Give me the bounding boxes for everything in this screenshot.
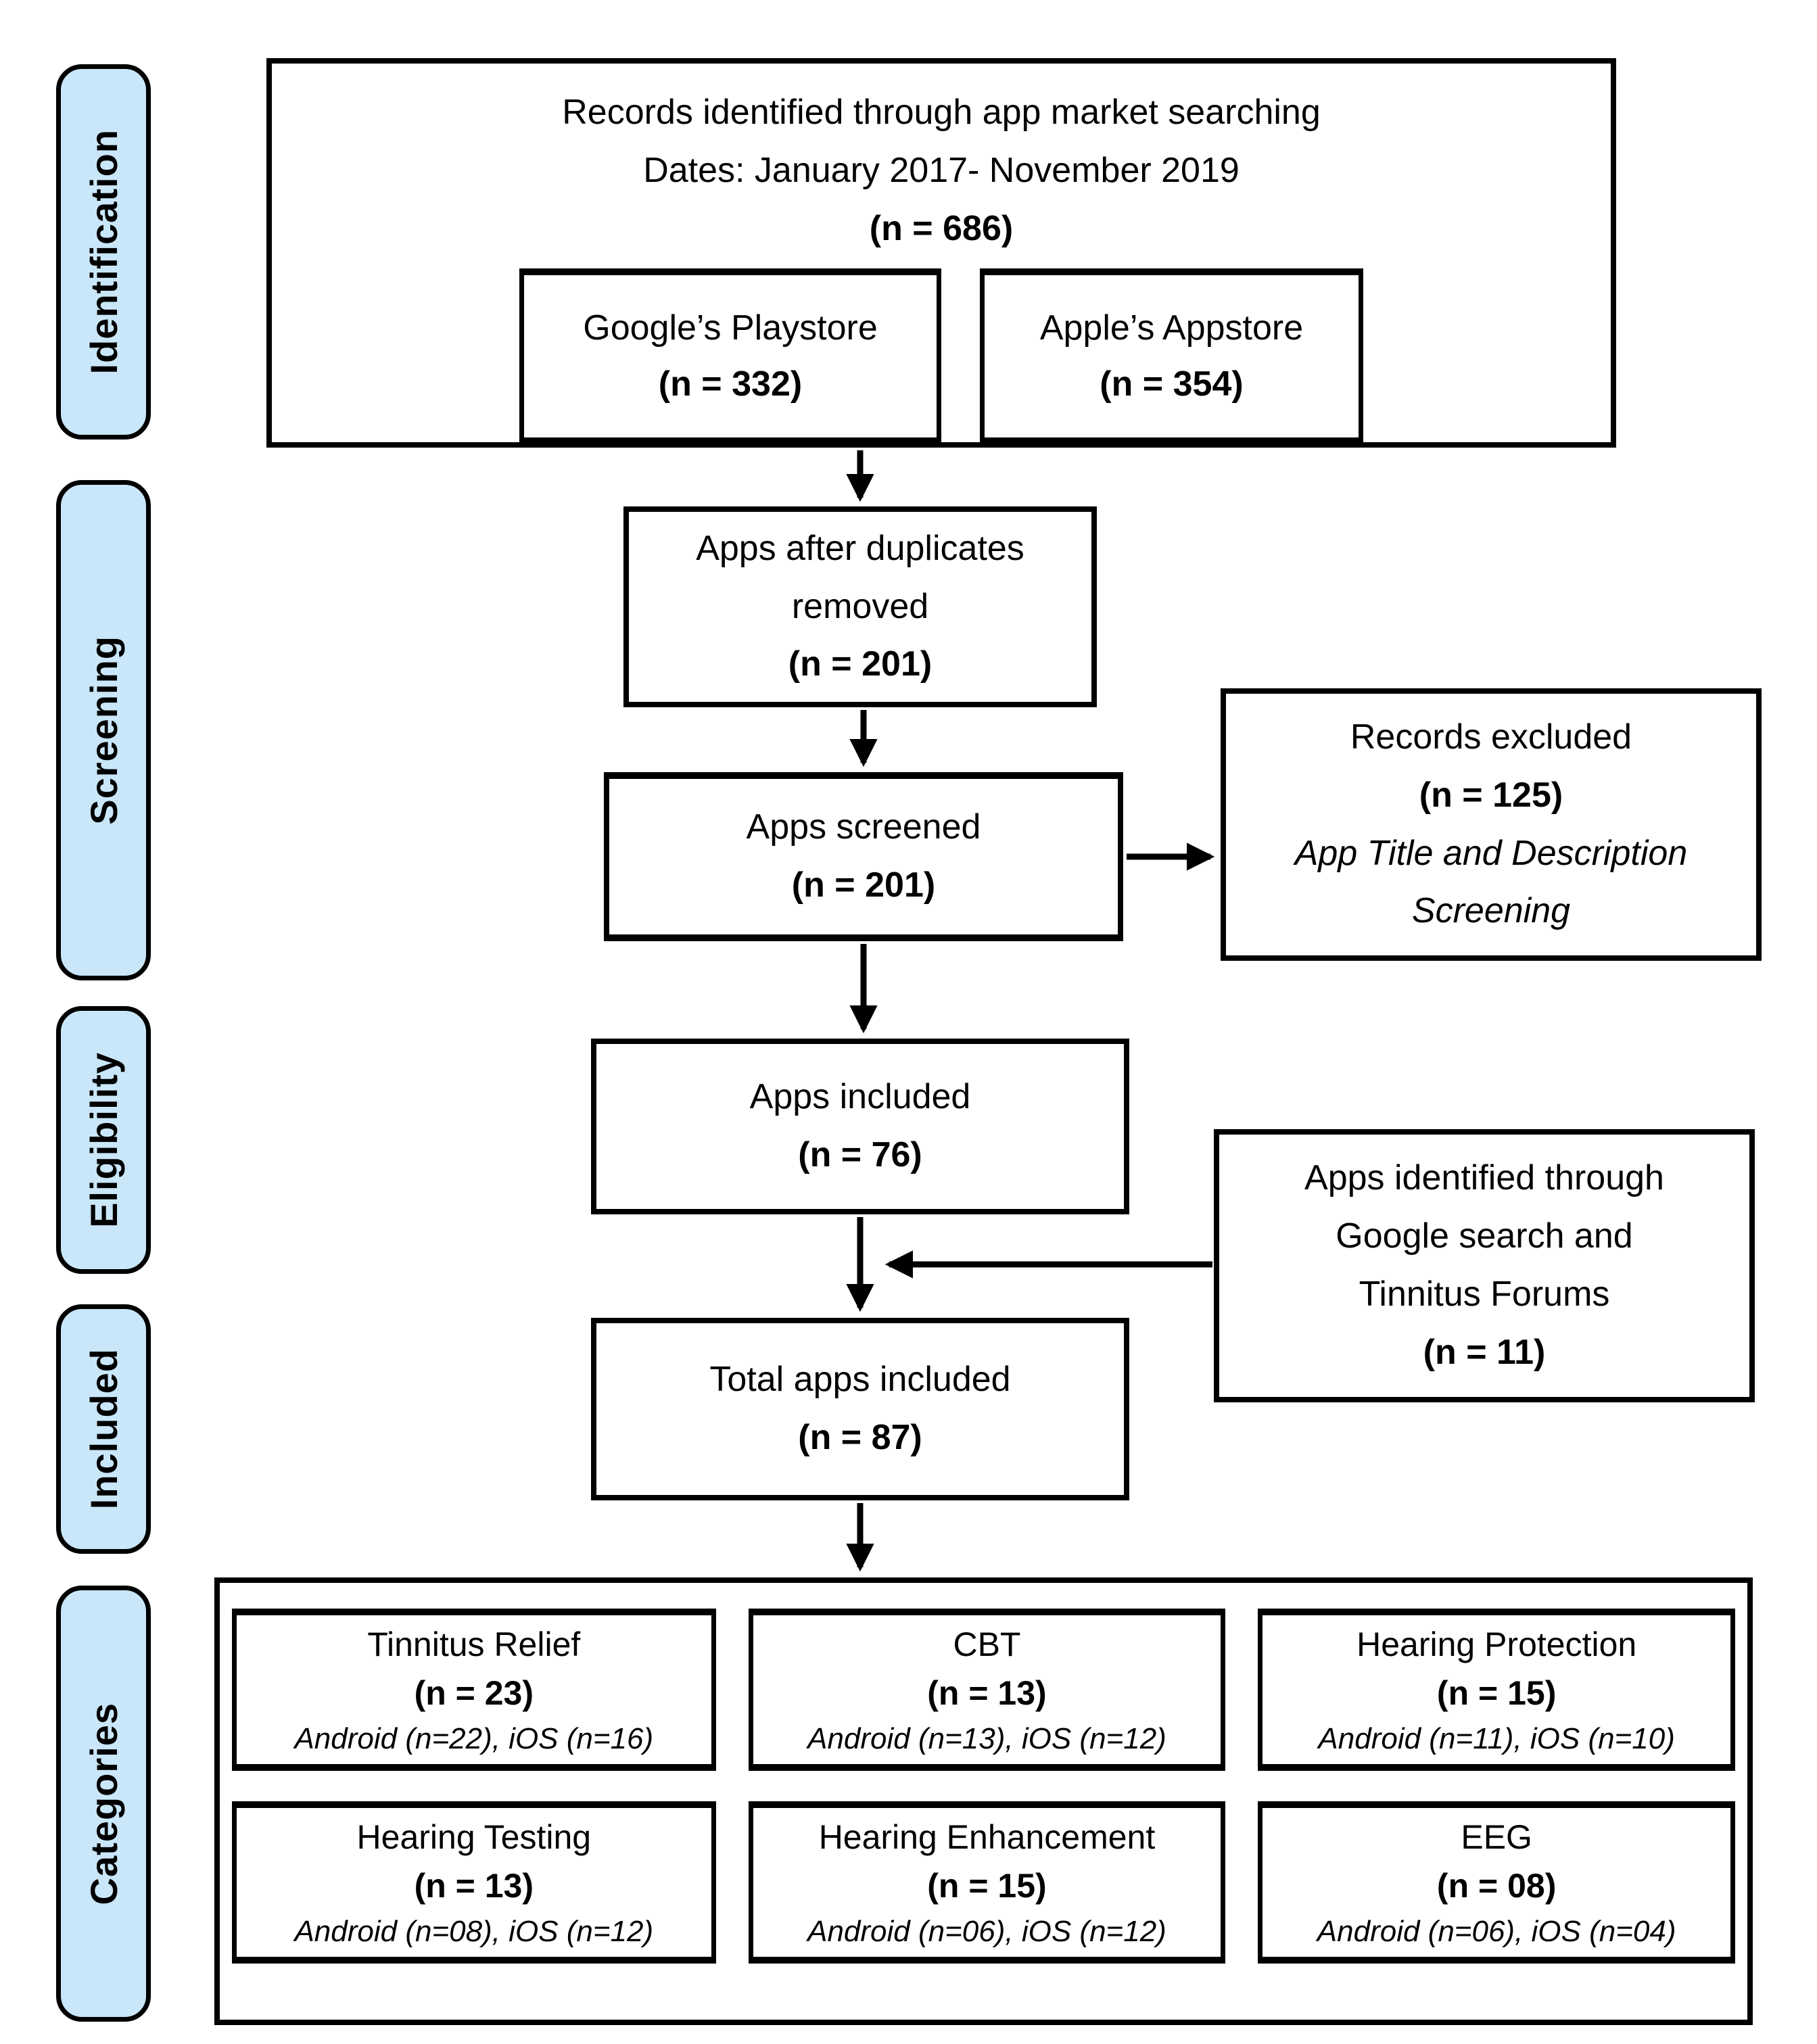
duplicates-line2: removed — [791, 586, 929, 626]
screened-count: (n = 201) — [791, 865, 936, 905]
total-count: (n = 87) — [798, 1418, 922, 1457]
google-playstore-count: (n = 332) — [658, 364, 803, 404]
category-name: Hearing Testing — [356, 1817, 592, 1856]
duplicates-count: (n = 201) — [788, 644, 933, 684]
excluded-count: (n = 125) — [1419, 775, 1563, 815]
category-name: Tinnitus Relief — [367, 1625, 581, 1663]
excluded-reason-line2: Screening — [1411, 891, 1571, 931]
stage-eligibility-label: Eligibility — [82, 1052, 125, 1228]
category-hearing-testing: Hearing Testing (n = 13) Android (n=08),… — [232, 1801, 716, 1964]
apple-appstore-label: Apple’s Appstore — [1039, 308, 1304, 348]
category-cbt: CBT (n = 13) Android (n=13), iOS (n=12) — [748, 1609, 1226, 1771]
stage-categories-label: Categories — [82, 1702, 125, 1905]
stage-categories: Categories — [56, 1586, 151, 2022]
duplicates-line1: Apps after duplicates — [696, 528, 1024, 568]
category-hearing-protection: Hearing Protection (n = 15) Android (n=1… — [1258, 1609, 1735, 1771]
excluded-reason-line1: App Title and Description — [1294, 833, 1688, 873]
box-google-playstore: Google’s Playstore (n = 332) — [519, 268, 941, 445]
records-identified-title: Records identified through app market se… — [562, 93, 1321, 132]
box-apple-appstore: Apple’s Appstore (n = 354) — [980, 268, 1363, 445]
gsearch-line2: Google search and — [1336, 1216, 1633, 1256]
category-count: (n = 23) — [414, 1674, 534, 1713]
records-identified-count: (n = 686) — [869, 208, 1014, 248]
category-name: Hearing Enhancement — [818, 1817, 1156, 1856]
google-playstore-label: Google’s Playstore — [583, 308, 878, 348]
category-platform-detail: Android (n=11), iOS (n=10) — [1318, 1721, 1675, 1755]
source-boxes: Google’s Playstore (n = 332) Apple’s App… — [272, 268, 1611, 445]
stage-screening: Screening — [56, 480, 151, 980]
total-label: Total apps included — [709, 1360, 1011, 1400]
apple-appstore-count: (n = 354) — [1100, 364, 1244, 404]
included-count: (n = 76) — [798, 1135, 922, 1174]
included-label: Apps included — [749, 1077, 971, 1117]
category-count: (n = 13) — [414, 1867, 534, 1905]
gsearch-line3: Tinnitus Forums — [1359, 1275, 1610, 1314]
category-platform-detail: Android (n=06), iOS (n=12) — [807, 1914, 1166, 1948]
category-platform-detail: Android (n=22), iOS (n=16) — [294, 1721, 654, 1755]
category-count: (n = 15) — [927, 1867, 1047, 1905]
stage-identification: Identification — [56, 64, 151, 439]
gsearch-count: (n = 11) — [1423, 1332, 1546, 1372]
excluded-label: Records excluded — [1350, 717, 1632, 757]
box-categories-container: Tinnitus Relief (n = 23) Android (n=22),… — [214, 1577, 1753, 2025]
stage-identification-label: Identification — [82, 129, 125, 375]
category-platform-detail: Android (n=06), iOS (n=04) — [1317, 1914, 1676, 1948]
categories-row-1: Tinnitus Relief (n = 23) Android (n=22),… — [232, 1609, 1735, 1771]
screened-label: Apps screened — [746, 807, 981, 847]
category-count: (n = 13) — [927, 1674, 1047, 1713]
box-apps-screened: Apps screened (n = 201) — [604, 772, 1123, 941]
records-identified-dates: Dates: January 2017- November 2019 — [643, 150, 1240, 190]
category-count: (n = 15) — [1436, 1674, 1557, 1713]
box-records-identified: Records identified through app market se… — [266, 58, 1616, 448]
stage-included-label: Included — [82, 1348, 125, 1510]
category-name: Hearing Protection — [1356, 1625, 1637, 1663]
box-apps-included: Apps included (n = 76) — [591, 1039, 1129, 1214]
box-google-search-apps: Apps identified through Google search an… — [1214, 1129, 1755, 1402]
category-name: EEG — [1461, 1817, 1532, 1856]
category-platform-detail: Android (n=08), iOS (n=12) — [294, 1914, 654, 1948]
categories-row-2: Hearing Testing (n = 13) Android (n=08),… — [232, 1801, 1735, 1964]
category-platform-detail: Android (n=13), iOS (n=12) — [807, 1721, 1166, 1755]
box-total-apps-included: Total apps included (n = 87) — [591, 1318, 1129, 1500]
stage-included: Included — [56, 1304, 151, 1554]
box-duplicates-removed: Apps after duplicates removed (n = 201) — [623, 506, 1097, 707]
category-eeg: EEG (n = 08) Android (n=06), iOS (n=04) — [1258, 1801, 1735, 1964]
category-tinnitus-relief: Tinnitus Relief (n = 23) Android (n=22),… — [232, 1609, 716, 1771]
category-hearing-enhancement: Hearing Enhancement (n = 15) Android (n=… — [748, 1801, 1226, 1964]
category-name: CBT — [953, 1625, 1021, 1663]
stage-screening-label: Screening — [82, 636, 125, 825]
gsearch-line1: Apps identified through — [1304, 1158, 1664, 1198]
category-count: (n = 08) — [1436, 1867, 1557, 1905]
box-records-excluded: Records excluded (n = 125) App Title and… — [1221, 688, 1762, 961]
stage-eligibility: Eligibility — [56, 1006, 151, 1274]
